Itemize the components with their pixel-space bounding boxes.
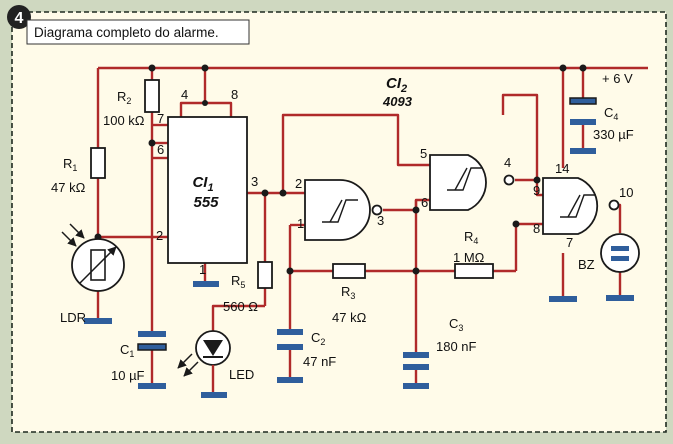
buzzer: [600, 233, 640, 273]
capacitor-c4-plate-a: [570, 98, 596, 104]
resistor-r2: [144, 79, 160, 113]
ic2-pin-10: 10: [619, 185, 633, 200]
capacitor-c3-plate-a: [403, 352, 429, 358]
ic2-pin-3: 3: [377, 213, 384, 228]
capacitor-c1-plate-b: [138, 344, 166, 350]
capacitor-c2-plate-a: [277, 329, 303, 335]
ic2-pin-8: 8: [533, 221, 540, 236]
ic1-pin-6: 6: [157, 142, 164, 157]
nand-gates: [304, 154, 620, 241]
ic1-555: [167, 116, 248, 264]
ground-bar-c4: [570, 148, 596, 154]
resistors: [90, 79, 494, 289]
ic2-part: 4093: [382, 94, 413, 109]
ic2-pin-6: 6: [421, 195, 428, 210]
caption-box: [26, 19, 250, 45]
ldr-sensor: [61, 223, 125, 292]
r1-value: 47 kΩ: [51, 180, 86, 195]
ground-bar-c1: [138, 383, 166, 389]
r3-value: 47 kΩ: [332, 310, 367, 325]
c1-name: C1: [120, 342, 134, 359]
c4-name: C4: [604, 105, 618, 122]
ic1-pin-2: 2: [156, 228, 163, 243]
r5-name: R5: [231, 273, 245, 290]
led-indicator: [177, 330, 231, 392]
c2-name: C2: [311, 330, 325, 347]
capacitor-outlines: [137, 97, 597, 351]
r4-name: R4: [464, 229, 478, 246]
ic2-pin-4: 4: [504, 155, 511, 170]
nand-gate-3: [542, 177, 599, 235]
resistor-r4: [454, 263, 494, 279]
c3-value: 180 nF: [436, 339, 477, 354]
ic1-pin-7: 7: [157, 111, 164, 126]
ic2-pin-9: 9: [533, 183, 540, 198]
resistor-r1: [90, 147, 106, 179]
figure-number-badge: 4: [7, 5, 31, 29]
ground-symbols: [84, 148, 634, 398]
bz-label: BZ: [578, 257, 595, 272]
capacitor-c3-plate-b: [403, 364, 429, 370]
r4-value: 1 MΩ: [453, 250, 485, 265]
resistor-r3: [332, 263, 366, 279]
ic2-pin-7: 7: [566, 235, 573, 250]
figure-number: 4: [15, 10, 24, 27]
ic1-pin-8: 8: [231, 87, 238, 102]
nand-gate-2: [429, 154, 487, 211]
c2-value: 47 nF: [303, 354, 336, 369]
ic1-name: CI1: [192, 174, 213, 194]
nand-gate-1: [304, 179, 371, 241]
ground-bar-c2: [277, 377, 303, 383]
ic2-pin-2: 2: [295, 176, 302, 191]
capacitor-c1-plate-a: [138, 331, 166, 337]
ground-bar-bz: [606, 295, 634, 301]
ic2-pin-5: 5: [420, 146, 427, 161]
wires: [96, 66, 648, 383]
ldr-label: LDR: [60, 310, 86, 325]
figure-caption: Diagrama completo do alarme.: [34, 25, 219, 40]
ic2-pin-1: 1: [297, 216, 304, 231]
ic2-name: CI2: [386, 75, 407, 95]
supply-label: + 6 V: [602, 71, 633, 86]
ic1-part: 555: [193, 194, 219, 211]
ground-bar-ic1: [193, 281, 219, 287]
ground-bar-ldr: [84, 318, 112, 324]
ic1-pin-1: 1: [199, 262, 206, 277]
capacitor-c4-plate-b: [570, 119, 596, 125]
r1-name: R1: [63, 156, 77, 173]
c4-value: 330 µF: [593, 127, 634, 142]
led-label: LED: [229, 367, 254, 382]
ic1-pin-3: 3: [251, 174, 258, 189]
r3-name: R3: [341, 284, 355, 301]
capacitor-c2-plate-b: [277, 344, 303, 350]
ground-bar-c3: [403, 383, 429, 389]
ground-bar-led: [201, 392, 227, 398]
resistor-r5: [257, 261, 273, 289]
ic1-pin-4: 4: [181, 87, 188, 102]
ic2-pin-14: 14: [555, 161, 569, 176]
junction-dots: [94, 64, 587, 275]
r2-name: R2: [117, 89, 131, 106]
capacitors: [138, 98, 596, 370]
c1-value: 10 µF: [111, 368, 145, 383]
schmitt-symbols: [322, 167, 596, 223]
ground-bar-ic2: [549, 296, 577, 302]
c3-name: C3: [449, 316, 463, 333]
r5-value: 560 Ω: [223, 299, 258, 314]
r2-value: 100 kΩ: [103, 113, 145, 128]
